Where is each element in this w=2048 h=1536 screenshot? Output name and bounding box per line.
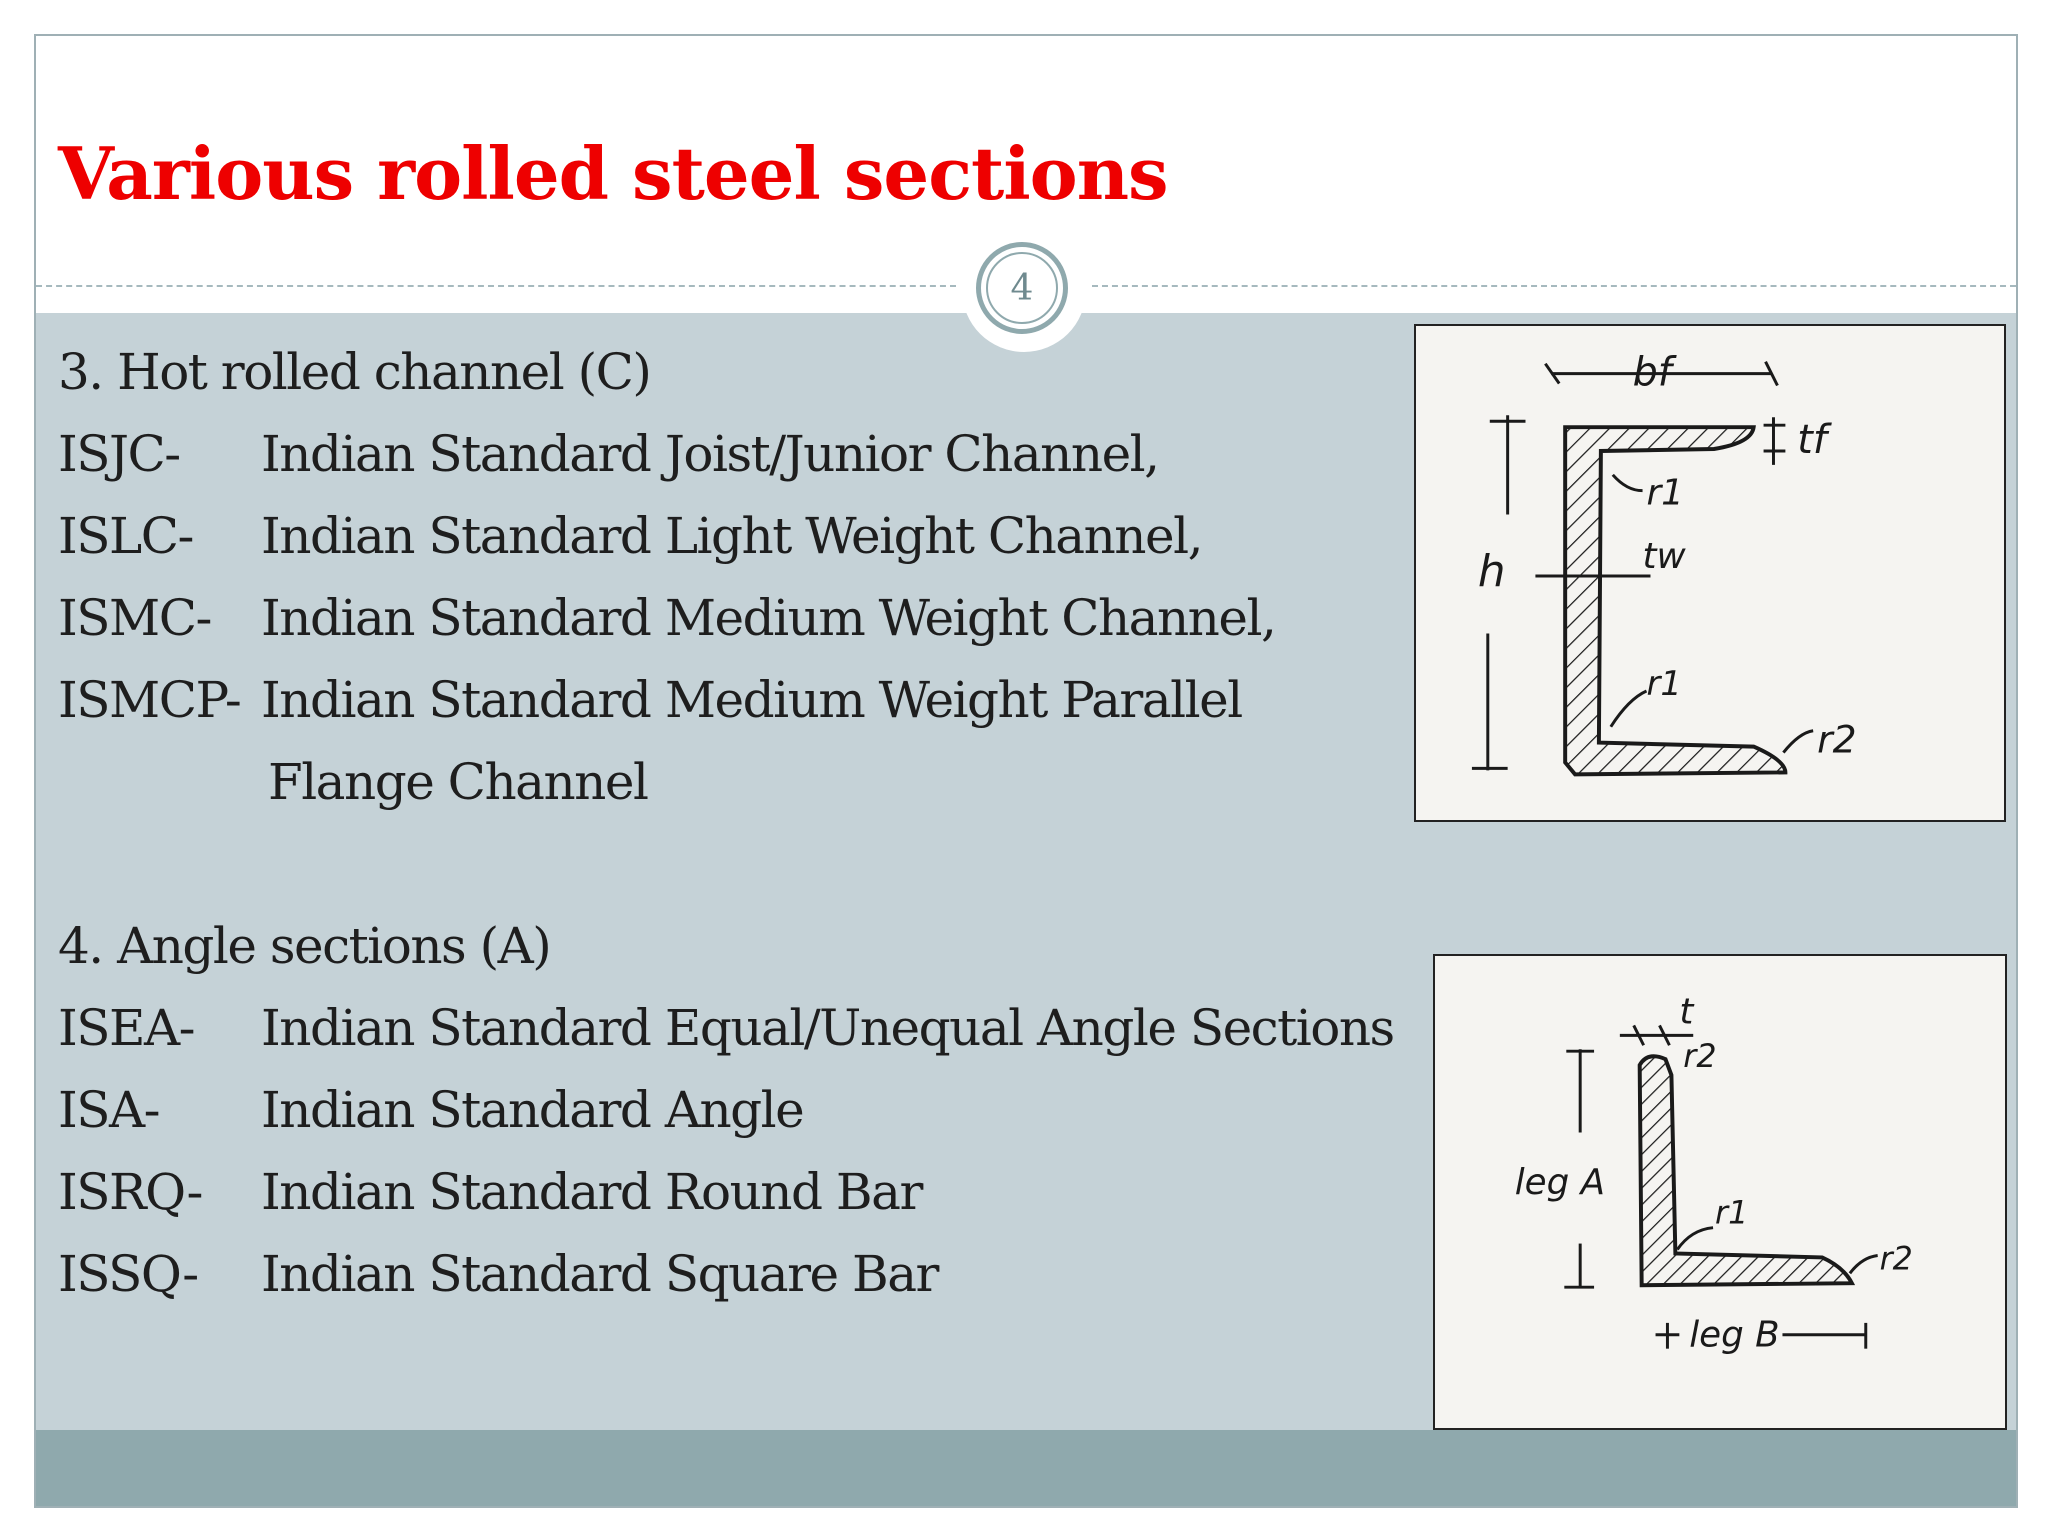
section-code: ISEA- bbox=[58, 999, 196, 1057]
section-code: ISMCP- bbox=[58, 671, 242, 729]
list-item: ISLC- Indian Standard Light Weight Chann… bbox=[58, 495, 1203, 577]
label-r1-top: r1 bbox=[1647, 473, 1684, 514]
divider-right bbox=[1092, 285, 2016, 287]
section-code: ISJC- bbox=[58, 425, 181, 483]
label-h: h bbox=[1478, 546, 1506, 597]
label-r1: r1 bbox=[1715, 1196, 1748, 1232]
angle-heading: 4. Angle sections (A) bbox=[58, 917, 552, 975]
label-bf: bf bbox=[1633, 350, 1677, 396]
section-description: Indian Standard Light Weight Channel, bbox=[261, 507, 1203, 565]
channel-drawing: bf tf h tw r1 r1 r2 bbox=[1471, 350, 1857, 777]
section-code: ISRQ- bbox=[58, 1163, 203, 1221]
angle-drawing: t r2 leg A r1 r2 leg B bbox=[1515, 991, 1913, 1356]
angle-shape bbox=[1637, 1054, 1856, 1288]
footer-band bbox=[36, 1430, 2016, 1506]
section-code: ISSQ- bbox=[58, 1245, 199, 1303]
angle-section: 4. Angle sections (A) ISEA- Indian Stand… bbox=[58, 905, 1395, 1315]
label-r1-bottom: r1 bbox=[1647, 664, 1682, 703]
label-r2: r2 bbox=[1817, 718, 1856, 762]
section-description-continuation: Flange Channel bbox=[268, 753, 649, 811]
section-description: Indian Standard Square Bar bbox=[261, 1245, 939, 1303]
slide: Various rolled steel sections 4 3. Hot r… bbox=[34, 34, 2018, 1508]
section-description: Indian Standard Medium Weight Parallel bbox=[261, 671, 1243, 729]
list-item: ISSQ- Indian Standard Square Bar bbox=[58, 1233, 939, 1315]
list-item: ISMCP- Indian Standard Medium Weight Par… bbox=[58, 659, 1243, 741]
slide-title: Various rolled steel sections bbox=[58, 131, 1169, 216]
label-leg-a: leg A bbox=[1515, 1162, 1605, 1203]
channel-section-sketch: bf tf h tw r1 r1 r2 bbox=[1414, 324, 2006, 822]
label-tw: tw bbox=[1643, 536, 1687, 577]
label-r2-top: r2 bbox=[1683, 1039, 1716, 1075]
label-leg-b: leg B bbox=[1689, 1315, 1779, 1356]
slide-number: 4 bbox=[986, 252, 1058, 324]
list-item: ISEA- Indian Standard Equal/Unequal Angl… bbox=[58, 987, 1395, 1069]
list-item: ISMC- Indian Standard Medium Weight Chan… bbox=[58, 577, 1277, 659]
section-code: ISMC- bbox=[58, 589, 212, 647]
section-description: Indian Standard Equal/Unequal Angle Sect… bbox=[261, 999, 1395, 1057]
list-item: ISA- Indian Standard Angle bbox=[58, 1069, 805, 1151]
label-tf: tf bbox=[1797, 417, 1832, 463]
section-code: ISA- bbox=[58, 1081, 161, 1139]
list-item: ISRQ- Indian Standard Round Bar bbox=[58, 1151, 923, 1233]
section-description: Indian Standard Medium Weight Channel, bbox=[261, 589, 1277, 647]
list-item-continuation: Flange Channel bbox=[58, 741, 650, 823]
label-t: t bbox=[1679, 991, 1695, 1032]
angle-section-sketch: t r2 leg A r1 r2 leg B bbox=[1433, 954, 2007, 1430]
divider-left bbox=[36, 285, 956, 287]
section-description: Indian Standard Joist/Junior Channel, bbox=[261, 425, 1160, 483]
channel-section: 3. Hot rolled channel (C) ISJC- Indian S… bbox=[58, 331, 1277, 823]
channel-shape bbox=[1563, 425, 1788, 777]
list-item: ISJC- Indian Standard Joist/Junior Chann… bbox=[58, 413, 1160, 495]
slide-number-badge: 4 bbox=[976, 242, 1068, 334]
section-description: Indian Standard Round Bar bbox=[261, 1163, 923, 1221]
label-r2-bottom: r2 bbox=[1880, 1241, 1913, 1277]
channel-heading: 3. Hot rolled channel (C) bbox=[58, 343, 652, 401]
section-code: ISLC- bbox=[58, 507, 194, 565]
section-description: Indian Standard Angle bbox=[261, 1081, 805, 1139]
